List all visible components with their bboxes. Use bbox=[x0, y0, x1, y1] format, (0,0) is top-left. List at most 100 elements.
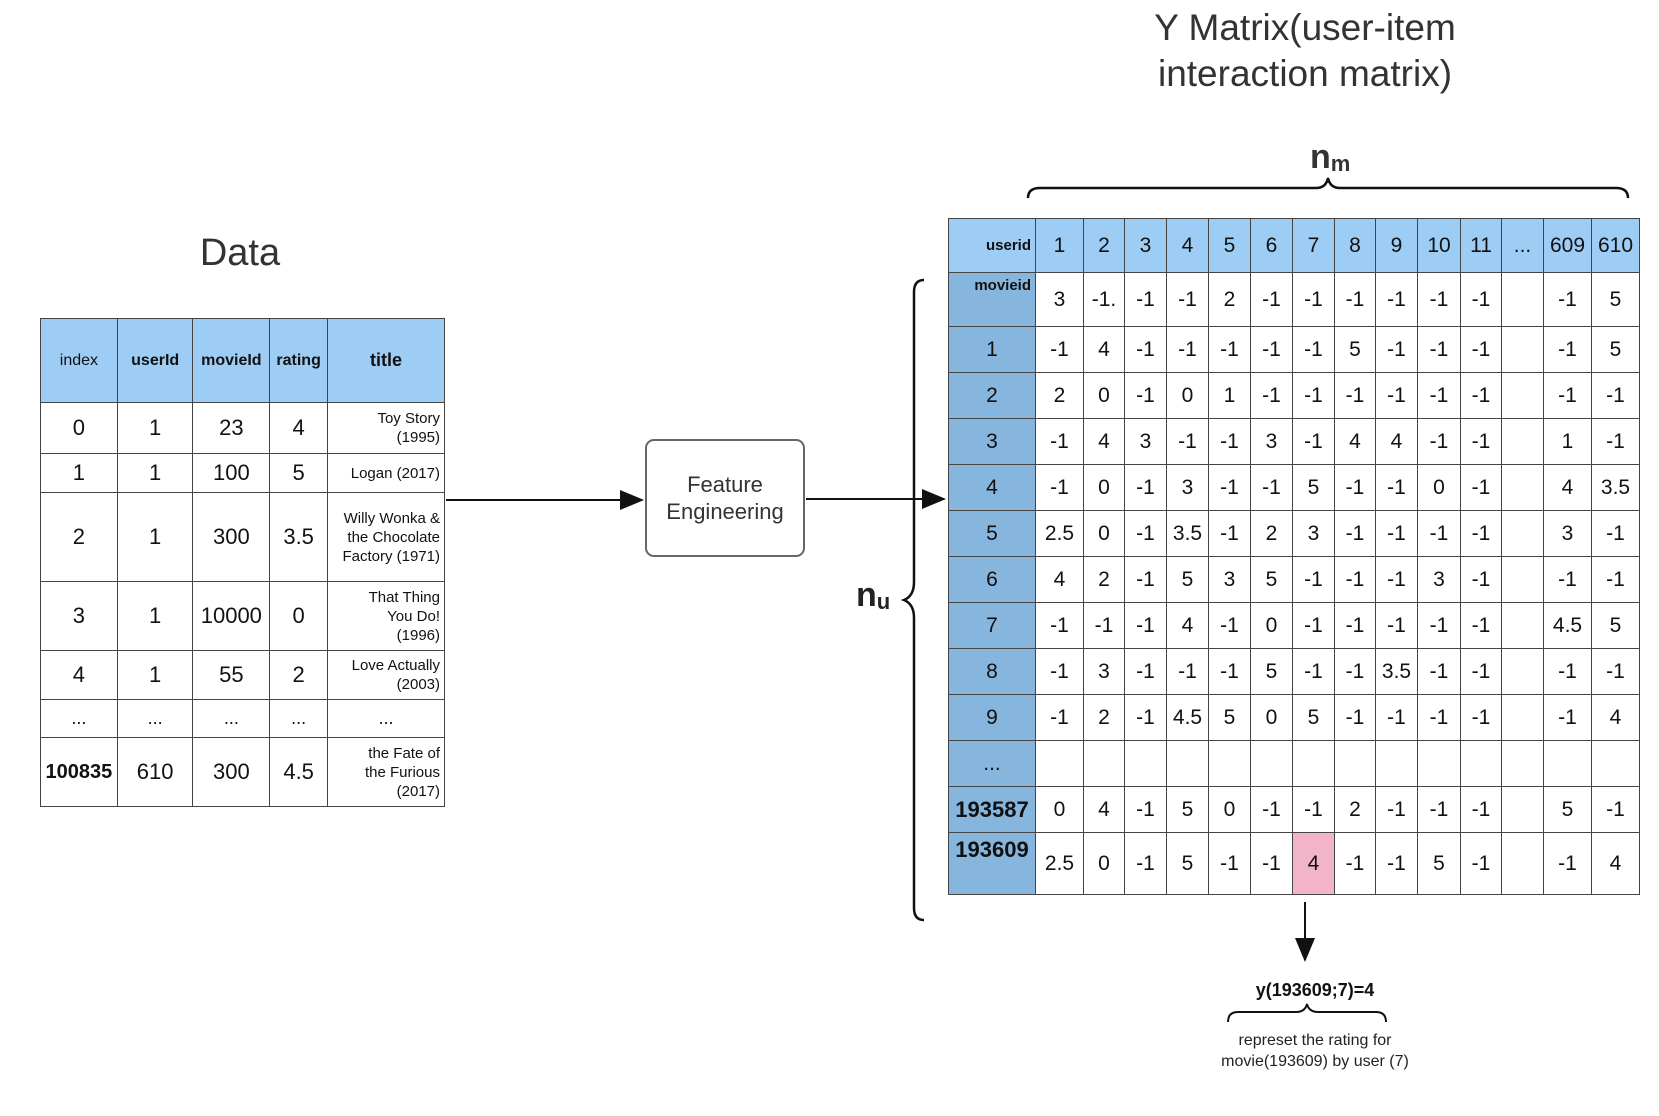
cell-rating: 4 bbox=[269, 402, 329, 454]
matrix-cell: -1 bbox=[1250, 272, 1293, 327]
matrix-cell: -1 bbox=[1417, 418, 1461, 465]
movie-id-label: 7 bbox=[948, 602, 1036, 649]
matrix-cell: -1 bbox=[1124, 694, 1167, 741]
matrix-cell: -1 bbox=[1124, 602, 1167, 649]
left-brace bbox=[900, 278, 925, 922]
top-brace bbox=[1026, 177, 1630, 199]
matrix-cell: -1 bbox=[1124, 464, 1167, 511]
matrix-cell: 3 bbox=[1124, 418, 1167, 465]
matrix-cell bbox=[1501, 510, 1544, 557]
matrix-cell bbox=[1460, 740, 1502, 787]
matrix-cell: -1 bbox=[1417, 786, 1461, 833]
matrix-cell: -1 bbox=[1208, 602, 1251, 649]
cell-rating: 4.5 bbox=[269, 737, 329, 807]
matrix-cell: -1 bbox=[1460, 556, 1502, 603]
matrix-cell: -1 bbox=[1417, 510, 1461, 557]
matrix-cell: -1 bbox=[1208, 510, 1251, 557]
matrix-cell: -1 bbox=[1292, 786, 1335, 833]
cell-userid: 1 bbox=[116, 492, 194, 582]
user-id-header: 2 bbox=[1083, 218, 1125, 273]
user-id-header: 11 bbox=[1460, 218, 1502, 273]
matrix-cell: -1 bbox=[1375, 556, 1418, 603]
title-text: the Fate of the Furious (2017) bbox=[364, 744, 440, 800]
matrix-cell: -1 bbox=[1166, 326, 1209, 373]
matrix-cell bbox=[1501, 786, 1544, 833]
matrix-cell: -1 bbox=[1460, 786, 1502, 833]
matrix-cell: -1 bbox=[1124, 326, 1167, 373]
matrix-cell: 5 bbox=[1591, 602, 1640, 649]
matrix-cell: 0 bbox=[1250, 602, 1293, 649]
matrix-cell bbox=[1501, 326, 1544, 373]
matrix-cell: -1 bbox=[1124, 648, 1167, 695]
nm-label: nm bbox=[1310, 138, 1350, 177]
nm-main: n bbox=[1310, 138, 1331, 176]
matrix-cell: 0 bbox=[1250, 694, 1293, 741]
matrix-cell: -1 bbox=[1250, 786, 1293, 833]
matrix-cell: -1 bbox=[1375, 694, 1418, 741]
user-id-header: 5 bbox=[1208, 218, 1251, 273]
matrix-cell: 5 bbox=[1208, 694, 1251, 741]
matrix-cell bbox=[1375, 740, 1418, 787]
matrix-cell: -1 bbox=[1591, 372, 1640, 419]
highlighted-cell: 4 bbox=[1292, 832, 1335, 895]
matrix-title-line2: interaction matrix) bbox=[1157, 53, 1453, 94]
annotation-description: represet the rating for movie(193609) by… bbox=[1170, 1030, 1460, 1072]
cell-movieid: ... bbox=[192, 699, 271, 738]
matrix-cell: -1 bbox=[1334, 510, 1376, 557]
matrix-cell bbox=[1501, 602, 1544, 649]
matrix-cell: -1 bbox=[1375, 832, 1418, 895]
matrix-cell: -1 bbox=[1250, 832, 1293, 895]
nu-sub: u bbox=[876, 589, 891, 614]
matrix-cell: -1 bbox=[1375, 786, 1418, 833]
matrix-cell: 1 bbox=[1208, 372, 1251, 419]
matrix-cell: 5 bbox=[1250, 648, 1293, 695]
matrix-cell: -1 bbox=[1035, 326, 1084, 373]
matrix-cell bbox=[1208, 740, 1251, 787]
matrix-cell: 4 bbox=[1591, 694, 1640, 741]
data-title: Data bbox=[199, 232, 281, 274]
matrix-cell: 0 bbox=[1417, 464, 1461, 511]
matrix-cell: -1 bbox=[1460, 602, 1502, 649]
movie-id-label: 2 bbox=[948, 372, 1036, 419]
corner-movieid: movieid bbox=[948, 272, 1036, 327]
matrix-cell: 3.5 bbox=[1591, 464, 1640, 511]
matrix-cell: -1 bbox=[1460, 372, 1502, 419]
matrix-cell: 5 bbox=[1334, 326, 1376, 373]
matrix-cell: -1 bbox=[1208, 648, 1251, 695]
matrix-cell: 3 bbox=[1543, 510, 1592, 557]
matrix-cell: 5 bbox=[1292, 464, 1335, 511]
table-row: 1 1 100 5 Logan (2017) bbox=[40, 453, 445, 493]
matrix-cell: 4 bbox=[1166, 602, 1209, 649]
matrix-cell: -1 bbox=[1543, 694, 1592, 741]
matrix-cell: 3 bbox=[1417, 556, 1461, 603]
movie-id-label: 193587 bbox=[948, 786, 1036, 833]
nm-sub: m bbox=[1330, 151, 1351, 176]
matrix-cell: -1 bbox=[1292, 556, 1335, 603]
matrix-cell: -1 bbox=[1543, 556, 1592, 603]
movie-id-label: 193609 bbox=[948, 832, 1036, 895]
matrix-cell: -1 bbox=[1166, 272, 1209, 327]
matrix-cell: -1 bbox=[1460, 694, 1502, 741]
cell-index: ... bbox=[40, 699, 118, 738]
matrix-cell: 4 bbox=[1083, 786, 1125, 833]
matrix-cell: -1 bbox=[1460, 832, 1502, 895]
matrix-cell bbox=[1591, 740, 1640, 787]
matrix-cell: -1 bbox=[1083, 602, 1125, 649]
matrix-cell: 3 bbox=[1083, 648, 1125, 695]
user-id-header: 7 bbox=[1292, 218, 1335, 273]
matrix-cell: -1 bbox=[1124, 372, 1167, 419]
matrix-cell: 2.5 bbox=[1035, 510, 1084, 557]
data-table-header: index userId movieId rating title bbox=[40, 318, 445, 403]
corner-userid: userid bbox=[948, 218, 1036, 273]
annotation-equation: y(193609;7)=4 bbox=[1255, 980, 1375, 1000]
header-title: title bbox=[327, 318, 445, 403]
matrix-cell: -1 bbox=[1334, 272, 1376, 327]
